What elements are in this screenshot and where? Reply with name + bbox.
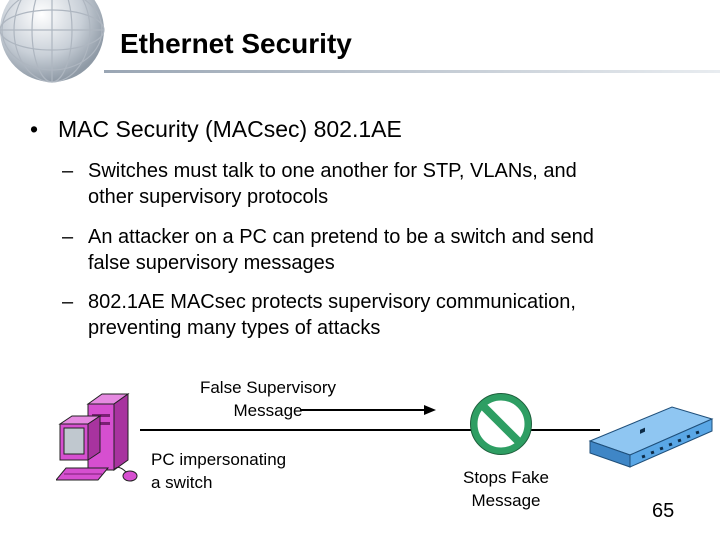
dash-marker: – — [62, 291, 74, 313]
network-switch-icon — [588, 406, 714, 468]
dash-marker: – — [62, 226, 74, 248]
sub-bullet-line: Switches must talk to one another for ST… — [88, 160, 577, 182]
prohibition-sign-icon — [470, 393, 532, 455]
arrow-icon — [300, 405, 436, 415]
sub-bullet-line: preventing many types of attacks — [88, 317, 381, 339]
sub-bullet-line: other supervisory protocols — [88, 186, 329, 208]
dash-marker: – — [62, 160, 74, 182]
pc-label: PC impersonating a switch — [151, 450, 287, 492]
stops-fake-message-label: Stops Fake Message — [463, 468, 549, 510]
main-bullet-text: MAC Security (MACsec) 802.1AE — [58, 116, 402, 142]
main-bullet: • MAC Security (MACsec) 802.1AE — [30, 116, 402, 143]
false-message-label: False Supervisory Message — [199, 378, 337, 420]
sub-bullet-line: An attacker on a PC can pretend to be a … — [88, 226, 594, 248]
sub-bullet-line: false supervisory messages — [88, 252, 335, 274]
slide-title: Ethernet Security — [120, 28, 352, 59]
bullet-marker: • — [30, 116, 39, 142]
page-number: 65 — [652, 500, 675, 522]
sub-bullet-line: 802.1AE MACsec protects supervisory comm… — [88, 291, 576, 313]
globe-icon — [0, 0, 105, 83]
title-divider — [104, 70, 720, 73]
computer-icon — [56, 393, 138, 482]
